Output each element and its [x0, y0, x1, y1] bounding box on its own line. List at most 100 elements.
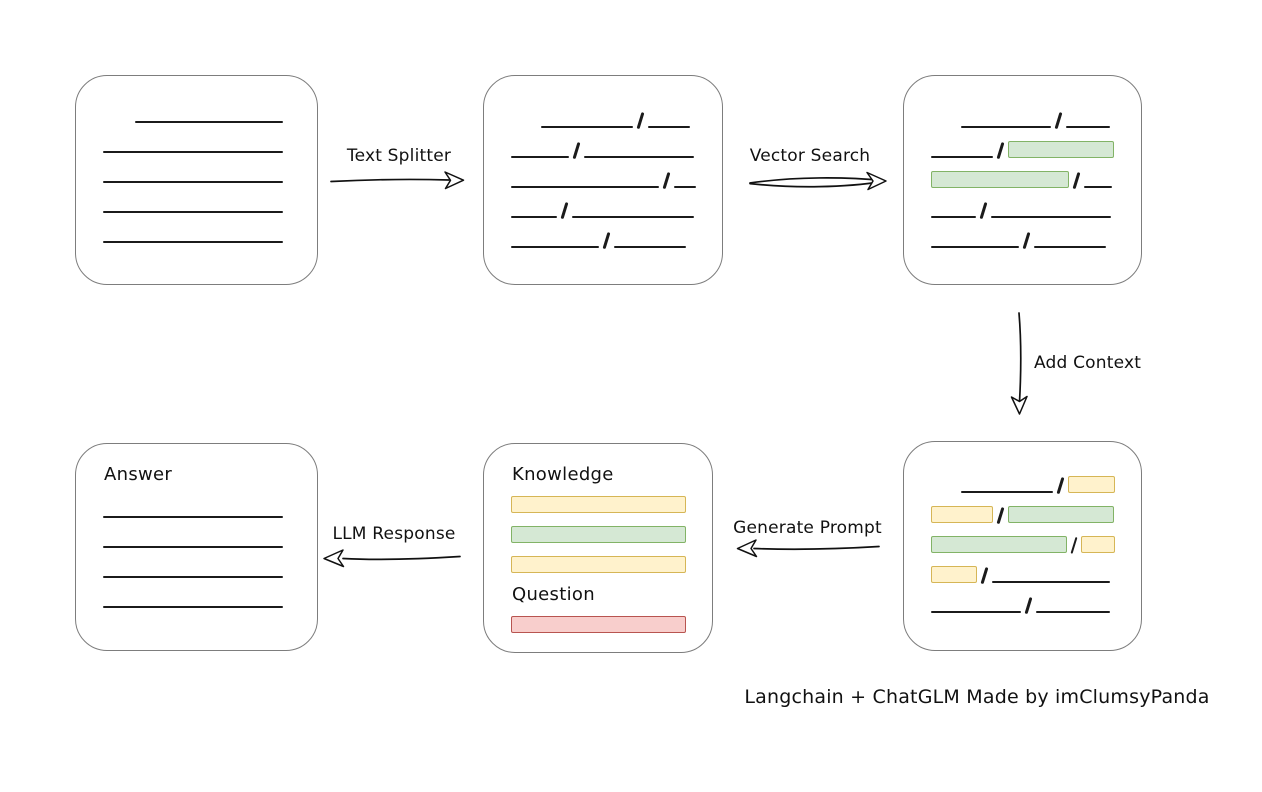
text-splitter-label: Text Splitter — [346, 146, 452, 166]
text-line — [1035, 611, 1110, 613]
context-chunk — [1081, 536, 1115, 553]
text-line — [511, 156, 569, 158]
text-line — [571, 216, 694, 218]
text-line — [103, 151, 283, 153]
slash-mark — [1072, 172, 1080, 189]
context-chunk — [511, 496, 686, 513]
text-line — [103, 606, 283, 608]
knowledge-chunks — [511, 496, 686, 573]
text-line — [673, 186, 696, 188]
text-line — [647, 126, 690, 128]
slash-mark — [1024, 597, 1032, 614]
generate-prompt-arrow-icon — [736, 539, 880, 558]
question-chunk — [511, 616, 686, 633]
chunk-row — [931, 566, 1115, 584]
chunk-row — [511, 616, 686, 633]
chunk-row — [511, 171, 696, 189]
chunk-row — [103, 591, 291, 608]
vector-search-label: Vector Search — [749, 146, 871, 166]
chunk-row — [931, 231, 1115, 249]
chunk-row — [511, 496, 686, 513]
text-line — [135, 121, 283, 123]
chunk-row — [931, 596, 1115, 614]
text-line — [931, 611, 1021, 613]
vector-search-arrow-icon — [749, 171, 887, 191]
llm-response-label: LLM Response — [332, 524, 456, 544]
slash-mark — [980, 567, 988, 584]
chunk-row — [961, 476, 1115, 494]
context-chunk-lines — [931, 476, 1115, 614]
context-chunks-node — [903, 441, 1142, 651]
text-line — [990, 216, 1111, 218]
matched-chunk — [1007, 506, 1114, 523]
chunk-row — [511, 141, 696, 159]
document-lines — [103, 106, 291, 243]
text-line — [931, 246, 1019, 248]
text-line — [511, 216, 557, 218]
answer-lines — [103, 501, 291, 608]
context-chunk — [511, 556, 686, 573]
slash-mark — [602, 232, 610, 249]
chunk-row — [103, 166, 291, 183]
chunk-row — [103, 531, 291, 548]
text-line — [103, 181, 283, 183]
text-line — [931, 156, 993, 158]
matched-chunk — [1007, 141, 1114, 158]
chunk-row — [931, 171, 1115, 189]
text-line — [511, 186, 659, 188]
context-chunk — [931, 566, 977, 583]
chunk-row — [931, 201, 1115, 219]
answer-label: Answer — [104, 464, 173, 485]
split-chunks-node — [483, 75, 723, 285]
text-splitter-arrow-icon — [330, 171, 465, 190]
text-line — [1065, 126, 1110, 128]
add-context-label: Add Context — [1034, 353, 1142, 373]
text-line — [103, 211, 283, 213]
answer-node: Answer — [75, 443, 318, 651]
vector-matches-node — [903, 75, 1142, 285]
text-line — [613, 246, 686, 248]
chunk-row — [135, 106, 291, 123]
slash-mark — [560, 202, 568, 219]
diagram-caption: Langchain + ChatGLM Made by imClumsyPand… — [744, 686, 1210, 708]
text-line — [103, 516, 283, 518]
matched-chunk — [511, 526, 686, 543]
text-line — [931, 216, 976, 218]
knowledge-label: Knowledge — [512, 464, 614, 485]
chunk-row — [103, 226, 291, 243]
text-line — [541, 126, 633, 128]
source-document-node — [75, 75, 318, 285]
slash-mark — [996, 507, 1004, 524]
vector-match-lines — [931, 111, 1115, 249]
slash-mark — [1022, 232, 1030, 249]
generate-prompt-label: Generate Prompt — [733, 518, 882, 538]
slash-mark — [572, 142, 580, 159]
chunk-row — [511, 556, 686, 573]
question-label: Question — [512, 584, 595, 605]
chunk-row — [511, 526, 686, 543]
chunk-row — [103, 561, 291, 578]
chunk-row — [931, 141, 1115, 159]
slash-mark — [636, 112, 644, 129]
text-line — [991, 581, 1110, 583]
matched-chunk — [931, 536, 1067, 553]
slash-mark — [662, 172, 670, 189]
chunk-row — [541, 111, 696, 129]
llm-response-arrow-icon — [323, 549, 461, 568]
slash-mark — [996, 142, 1004, 159]
prompt-node: Knowledge Question — [483, 443, 713, 653]
context-chunk — [931, 506, 993, 523]
chunk-row — [511, 231, 696, 249]
split-chunk-lines — [511, 111, 696, 249]
context-chunk — [1067, 476, 1115, 493]
chunk-row — [103, 196, 291, 213]
text-line — [1083, 186, 1112, 188]
text-line — [961, 491, 1053, 493]
text-line — [961, 126, 1051, 128]
text-line — [103, 546, 283, 548]
text-line — [511, 246, 599, 248]
text-line — [103, 241, 283, 243]
chunk-row — [103, 136, 291, 153]
chunk-row — [961, 111, 1115, 129]
